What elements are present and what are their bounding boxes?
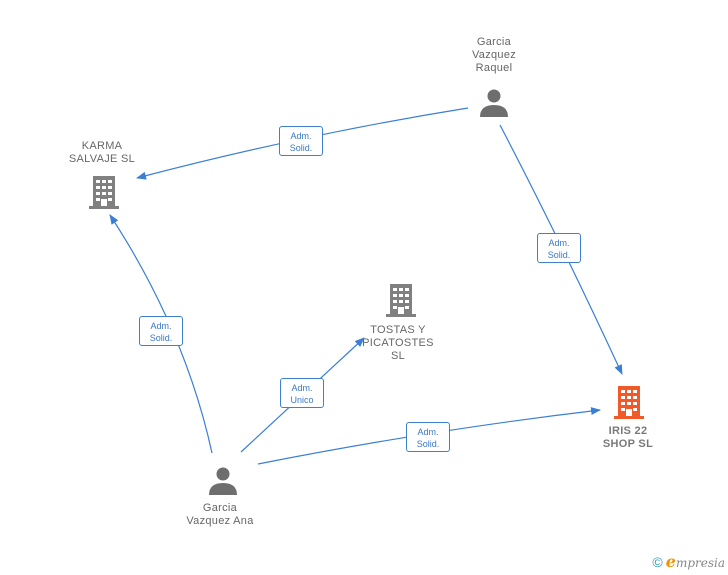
building-icon-karma[interactable] [89, 176, 119, 209]
copyright-icon: © [652, 554, 663, 570]
node-label-raquel: Garcia Vazquez Raquel [471, 36, 517, 74]
edge-label-ana-karma[interactable]: Adm. Solid. [139, 316, 183, 346]
node-label-iris: IRIS 22 SHOP SL [602, 425, 654, 450]
person-icon-ana[interactable] [209, 467, 237, 496]
building-icon-iris[interactable] [614, 386, 644, 419]
node-label-ana: Garcia Vazquez Ana [186, 502, 254, 527]
person-icon-raquel[interactable] [480, 89, 508, 118]
edge-label-raquel-iris[interactable]: Adm. Solid. [537, 233, 581, 263]
edge-label-ana-tostas[interactable]: Adm. Unico [280, 378, 324, 408]
brand-logo-initial: e [665, 552, 676, 571]
edge-label-raquel-karma[interactable]: Adm. Solid. [279, 126, 323, 156]
node-label-tostas: TOSTAS Y PICATOSTES SL [362, 324, 434, 362]
brand-logo-text: mpresia [675, 556, 725, 570]
building-icon-tostas[interactable] [386, 284, 416, 317]
footer-brand: ©empresia [652, 552, 725, 571]
edge-label-ana-iris[interactable]: Adm. Solid. [406, 422, 450, 452]
node-label-karma: KARMA SALVAJE SL [68, 140, 136, 165]
